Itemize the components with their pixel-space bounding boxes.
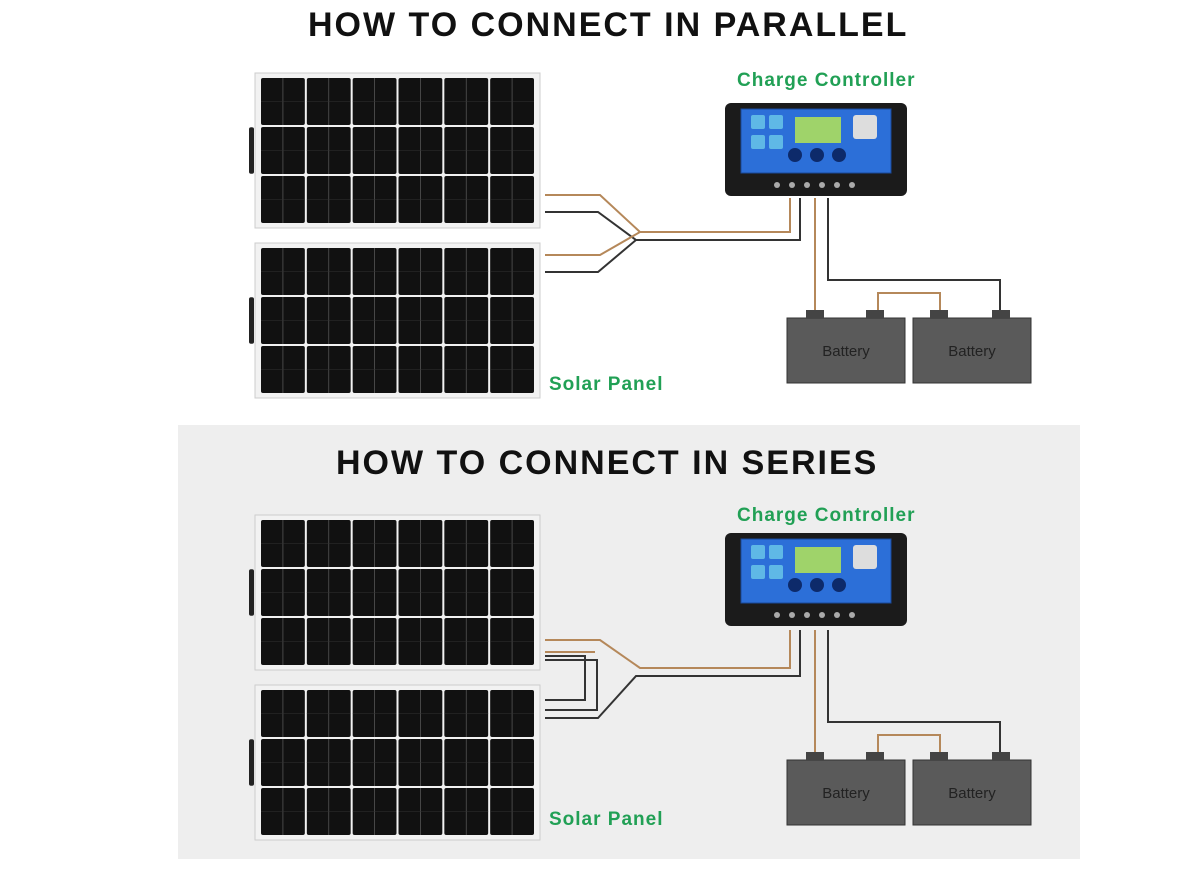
battery-right: Battery xyxy=(912,310,1032,384)
parallel-controller-label: Charge Controller xyxy=(737,70,916,91)
charge-controller xyxy=(725,103,907,196)
battery-wires xyxy=(814,198,1001,312)
battery-left-label: Battery xyxy=(822,343,870,360)
solar-panel-top xyxy=(249,72,541,229)
series-title: HOW TO CONNECT IN SERIES xyxy=(336,444,879,482)
battery-left: Battery xyxy=(786,310,906,384)
battery-right-label: Battery xyxy=(948,343,996,360)
parallel-diagram: Battery Battery xyxy=(249,72,1032,399)
parallel-panel-label: Solar Panel xyxy=(549,374,664,395)
series-section xyxy=(178,425,1080,859)
series-panel-label: Solar Panel xyxy=(549,809,664,830)
parallel-section: HOW TO CONNECT IN PARALLEL Charge Contro… xyxy=(0,0,1200,420)
panel-wires xyxy=(545,194,801,273)
series-controller-label: Charge Controller xyxy=(737,505,916,526)
solar-panel-bottom xyxy=(249,242,541,399)
parallel-title: HOW TO CONNECT IN PARALLEL xyxy=(308,6,909,44)
